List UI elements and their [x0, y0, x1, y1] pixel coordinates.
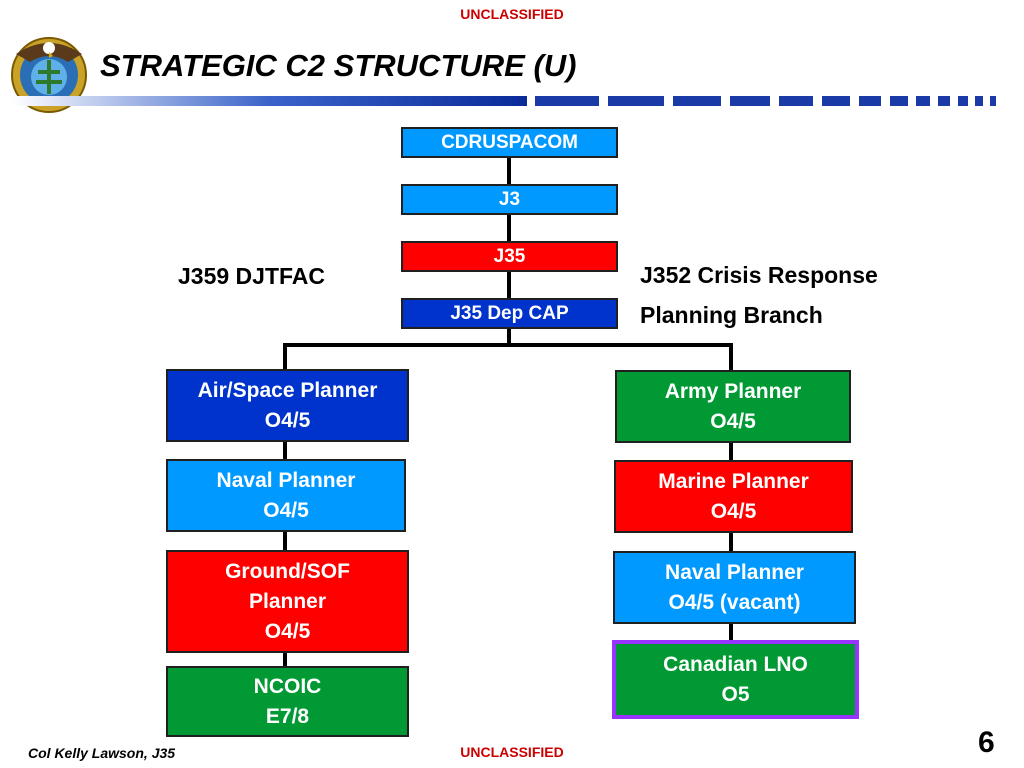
classification-top: UNCLASSIFIED — [460, 6, 564, 22]
node-j3: J3 — [401, 184, 618, 215]
node-label: J35 Dep CAP — [450, 302, 569, 324]
node-j35-dep-cap: J35 Dep CAP — [401, 298, 618, 329]
node-air-space-planner: Air/Space Planner O4/5 — [166, 369, 409, 442]
node-label: Ground/SOF — [225, 559, 350, 583]
title-bar-divider — [12, 96, 996, 106]
node-label: Marine Planner — [658, 469, 809, 493]
node-ground-sof-planner: Ground/SOF Planner O4/5 — [166, 550, 409, 653]
node-label: Air/Space Planner — [197, 378, 378, 402]
node-naval-planner-left: Naval Planner O4/5 — [166, 459, 406, 532]
page-number: 6 — [978, 726, 995, 759]
page-title: STRATEGIC C2 STRUCTURE (U) — [100, 48, 577, 83]
node-label: Naval Planner — [665, 560, 804, 584]
node-rank: O4/5 — [710, 499, 757, 523]
node-label: NCOIC — [253, 674, 322, 698]
node-canadian-lno: Canadian LNO O5 — [612, 640, 859, 719]
node-rank: O4/5 — [263, 498, 309, 522]
node-rank: E7/8 — [265, 704, 310, 728]
uspacom-seal-icon — [11, 37, 87, 113]
node-label: Planner — [248, 589, 327, 613]
node-ncoic: NCOIC E7/8 — [166, 666, 409, 737]
classification-bottom: UNCLASSIFIED — [460, 744, 564, 760]
node-marine-planner: Marine Planner O4/5 — [614, 460, 853, 533]
node-naval-planner-right: Naval Planner O4/5 (vacant) — [613, 551, 856, 624]
node-label: J3 — [498, 188, 521, 210]
node-label: CDRUSPACOM — [441, 131, 578, 153]
presenter-credit: Col Kelly Lawson, J35 — [28, 745, 176, 761]
label-j359-djtfac: J359 DJTFAC — [178, 263, 326, 289]
node-label: Naval Planner — [216, 468, 356, 492]
node-army-planner: Army Planner O4/5 — [615, 370, 851, 443]
node-rank: O4/5 — [264, 408, 311, 432]
node-label: Army Planner — [664, 379, 802, 403]
node-j35: J35 — [401, 241, 618, 272]
node-rank: O4/5 (vacant) — [668, 590, 801, 614]
node-label: J35 — [493, 245, 526, 267]
connector-line — [283, 343, 733, 347]
node-cdruspacom: CDRUSPACOM — [401, 127, 618, 158]
node-rank: O5 — [721, 682, 750, 706]
label-j352-line1: J352 Crisis Response — [640, 262, 878, 288]
node-label: Canadian LNO — [663, 652, 808, 676]
node-rank: O4/5 — [264, 619, 311, 643]
label-j352-line2: Planning Branch — [640, 302, 823, 328]
node-rank: O4/5 — [710, 409, 756, 433]
